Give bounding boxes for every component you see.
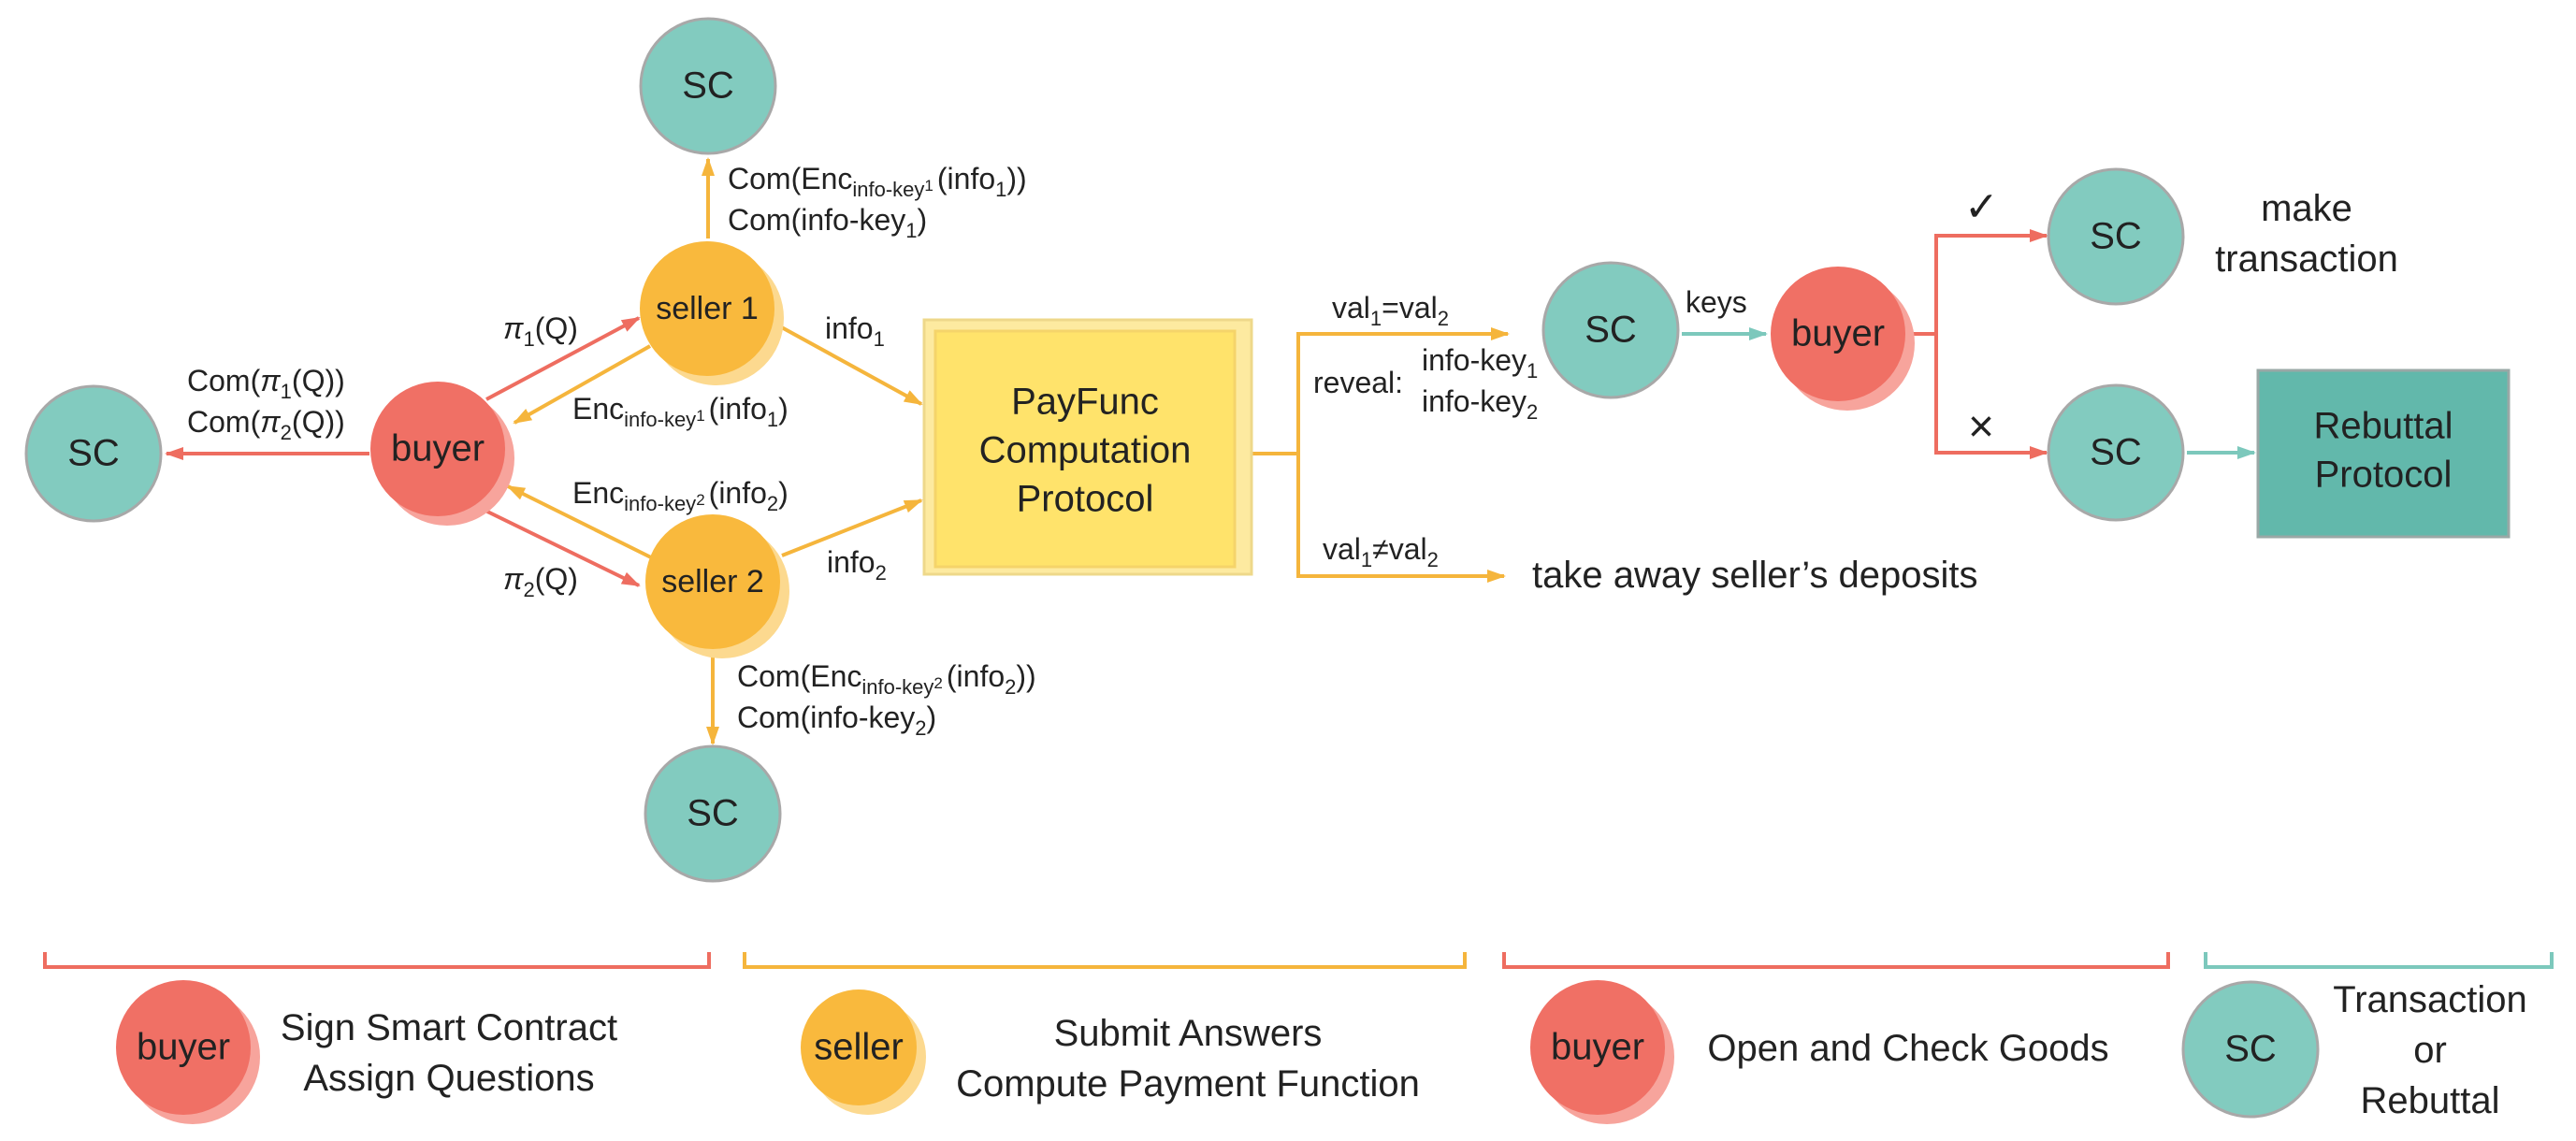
payfunc-box: PayFunc Computation Protocol <box>922 318 1253 576</box>
legend-phase4: SC Transaction or Rebuttal <box>2181 979 2527 1121</box>
legend-buyer-label: buyer <box>1551 1027 1644 1068</box>
buyer-node-1: buyer <box>370 382 514 526</box>
phase3-line: Open and Check Goods <box>1707 1028 2108 1069</box>
phase1-bracket <box>43 952 711 969</box>
label-com-key2: Com(info-key2) <box>737 700 936 740</box>
payfunc-line-3: Protocol <box>1017 479 1154 520</box>
label-reveal-key1: info-key1 <box>1422 343 1538 383</box>
sc-label: SC <box>2090 432 2142 473</box>
phase1-line-1: Sign Smart Contract <box>281 1007 617 1048</box>
rebuttal-line-1: Rebuttal <box>2314 406 2453 447</box>
label-pi1: π1(Q) <box>503 311 578 351</box>
sc-node-bottom: SC <box>644 744 782 883</box>
legend-phase2: seller Submit Answers Compute Payment Fu… <box>801 989 1420 1115</box>
phase2-line-1: Submit Answers <box>1054 1013 1323 1054</box>
label-pi2: π2(Q) <box>503 562 578 601</box>
label-reveal-key2: info-key2 <box>1422 384 1538 424</box>
sc-label: SC <box>682 65 734 107</box>
arrow-seller1-to-buyer <box>513 344 651 425</box>
legend: buyer Sign Smart Contract Assign Questio… <box>43 952 2554 1124</box>
legend-phase1: buyer Sign Smart Contract Assign Questio… <box>116 980 617 1124</box>
label-info2: info2 <box>827 545 887 585</box>
arrow-payfunc-neq <box>1296 454 1506 583</box>
arrow-buyer-cross <box>1934 334 2048 459</box>
legend-buyer-label: buyer <box>137 1027 230 1068</box>
arrow-seller2-to-payfunc <box>781 498 923 557</box>
label-reveal: reveal: <box>1313 366 1403 399</box>
seller1-label: seller 1 <box>656 291 759 326</box>
sc-node-top: SC <box>639 17 777 155</box>
sc-node-rebuttal: SC <box>2047 383 2185 522</box>
arrow-seller1-to-payfunc <box>777 324 923 406</box>
buyer-label: buyer <box>1791 313 1885 354</box>
sc-label: SC <box>1585 310 1637 351</box>
buyer-node-2: buyer <box>1771 267 1915 411</box>
rebuttal-box: Rebuttal Protocol <box>2256 368 2511 539</box>
sc-node-mid: SC <box>1541 261 1680 399</box>
phase2-bracket <box>743 952 1467 969</box>
phase1-line-2: Assign Questions <box>303 1058 594 1099</box>
label-val-notequal: val1≠val2 <box>1323 532 1439 571</box>
check-icon: ✓ <box>1964 184 1999 230</box>
label-take-away: take away seller’s deposits <box>1532 555 1978 596</box>
legend-phase3: buyer Open and Check Goods <box>1530 980 2109 1124</box>
arrow-buyer-to-seller2 <box>483 508 641 587</box>
edges-phase3 <box>1682 229 2256 459</box>
arrow-seller2-to-buyer <box>506 484 656 561</box>
label-keys: keys <box>1686 285 1747 319</box>
cross-icon: × <box>1968 402 1994 452</box>
legend-sc-label: SC <box>2224 1029 2277 1070</box>
label-com-pi1: Com(π1(Q)) <box>187 364 345 403</box>
phase4-bracket <box>2204 952 2554 969</box>
edges-phase1 <box>165 157 923 745</box>
arrow-payfunc-eq <box>1235 327 1510 455</box>
arrow-buyer-check <box>1910 229 2048 336</box>
phase4-line-1: Transaction <box>2333 979 2527 1020</box>
label-com-pi2: Com(π2(Q)) <box>187 405 345 444</box>
label-com-enc2: Com(Encinfo-key2(info2)) <box>737 659 1036 699</box>
label-transaction: transaction <box>2215 238 2398 280</box>
rebuttal-line-2: Protocol <box>2315 455 2453 496</box>
sc-label: SC <box>67 433 120 474</box>
buyer-label: buyer <box>391 428 485 469</box>
phase4-line-2: or <box>2413 1030 2447 1071</box>
phase4-line-3: Rebuttal <box>2361 1080 2500 1121</box>
legend-seller-label: seller <box>814 1027 904 1068</box>
label-make: make <box>2261 188 2352 229</box>
edge-labels: Com(π1(Q)) Com(π2(Q)) π1(Q) π2(Q) Encinf… <box>187 162 2398 740</box>
label-enc2: Encinfo-key2(info2) <box>572 476 789 515</box>
phase2-line-2: Compute Payment Function <box>956 1063 1420 1105</box>
label-enc1: Encinfo-key1(info1) <box>572 392 789 431</box>
sc-label: SC <box>2090 216 2142 257</box>
seller1-node: seller 1 <box>640 241 784 385</box>
label-info1: info1 <box>825 311 885 351</box>
payfunc-line-1: PayFunc <box>1011 382 1159 423</box>
label-com-key1: Com(info-key1) <box>728 203 927 242</box>
seller2-node: seller 2 <box>645 514 789 658</box>
label-val-equal: val1=val2 <box>1332 291 1449 330</box>
arrow-buyer-to-seller1 <box>485 316 641 401</box>
payfunc-line-2: Computation <box>979 430 1192 471</box>
label-com-enc1: Com(Encinfo-key1(info1)) <box>728 162 1027 201</box>
sc-node-transaction: SC <box>2047 167 2185 306</box>
seller2-label: seller 2 <box>661 564 764 599</box>
sc-label: SC <box>687 793 739 834</box>
phase3-bracket <box>1502 952 2170 969</box>
sc-node-left: SC <box>24 384 163 523</box>
edges-phase2 <box>1235 327 1510 583</box>
